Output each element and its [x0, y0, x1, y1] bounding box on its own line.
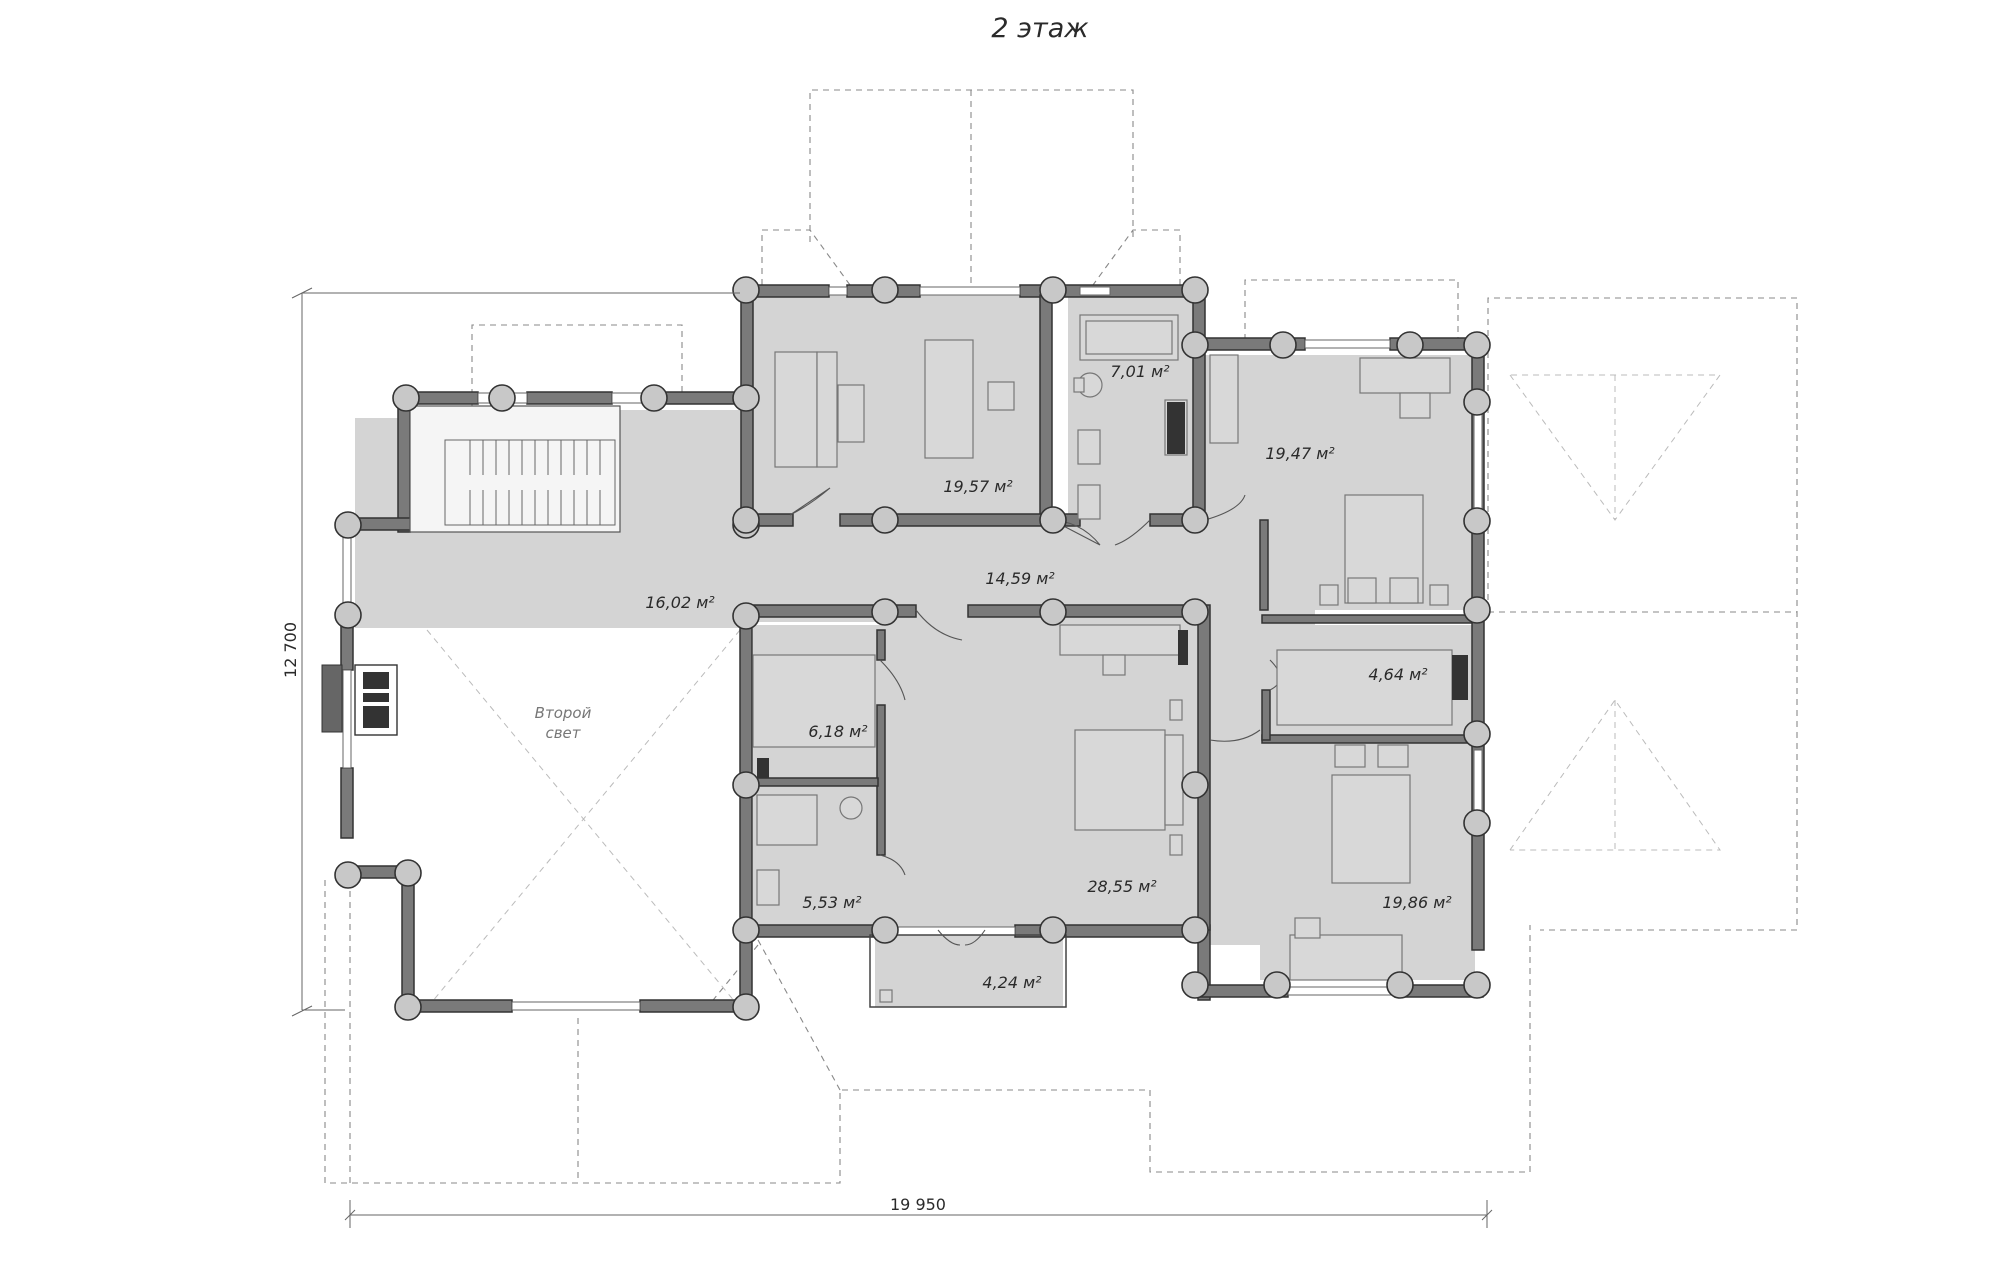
log-column — [1463, 809, 1491, 837]
log-column — [1463, 507, 1491, 535]
log-column — [640, 384, 668, 412]
second-light-label-line2: свет — [545, 724, 581, 742]
room-area-label: 4,64 м² — [1368, 665, 1428, 684]
log-column — [1269, 331, 1297, 359]
log-column — [732, 506, 760, 534]
log-columns — [334, 276, 1491, 1021]
room-area-label: 16,02 м² — [645, 593, 715, 612]
log-column — [334, 861, 362, 889]
log-column — [732, 993, 760, 1021]
room-area-label: 14,59 м² — [985, 569, 1055, 588]
log-column — [394, 993, 422, 1021]
log-column — [334, 511, 362, 539]
log-column — [871, 598, 899, 626]
log-column — [732, 916, 760, 944]
room-area-label: 19,57 м² — [943, 477, 1013, 496]
log-column — [1181, 276, 1209, 304]
log-column — [1263, 971, 1291, 999]
room-area-label: 5,53 м² — [802, 893, 862, 912]
room-area-label: 6,18 м² — [808, 722, 868, 741]
log-column — [392, 384, 420, 412]
second-light-label-line1: Второй — [535, 704, 592, 722]
fireplace — [321, 664, 398, 736]
log-column — [1181, 331, 1209, 359]
height-dimension: 12 700 — [281, 622, 300, 678]
log-column — [1396, 331, 1424, 359]
width-dimension: 19 950 — [890, 1195, 946, 1214]
log-column — [488, 384, 516, 412]
log-column — [732, 384, 760, 412]
log-column — [1463, 720, 1491, 748]
log-column — [732, 276, 760, 304]
log-column — [732, 602, 760, 630]
log-column — [871, 506, 899, 534]
log-column — [1463, 971, 1491, 999]
furniture — [752, 314, 1468, 981]
room-area-label: 19,47 м² — [1265, 444, 1335, 463]
log-column — [1181, 771, 1209, 799]
log-column — [732, 771, 760, 799]
log-column — [1463, 596, 1491, 624]
log-column — [1181, 598, 1209, 626]
room-area-label: 7,01 м² — [1110, 362, 1170, 381]
log-column — [1039, 598, 1067, 626]
log-column — [1181, 916, 1209, 944]
dimension-lines — [291, 287, 1493, 1228]
log-column — [334, 601, 362, 629]
room-area-labels: 19,57 м² 7,01 м² 19,47 м² 16,02 м² 14,59… — [645, 362, 1452, 992]
log-column — [871, 276, 899, 304]
room-area-label: 19,86 м² — [1382, 893, 1452, 912]
log-column — [871, 916, 899, 944]
log-column — [1386, 971, 1414, 999]
floor-title: 2 этаж — [991, 13, 1089, 44]
log-column — [394, 859, 422, 887]
log-column — [1181, 971, 1209, 999]
log-column — [1181, 506, 1209, 534]
balcony — [869, 934, 1067, 1008]
log-column — [1039, 276, 1067, 304]
room-area-label: 28,55 м² — [1087, 877, 1157, 896]
staircase — [409, 405, 621, 533]
log-column — [1039, 916, 1067, 944]
log-column — [1039, 506, 1067, 534]
log-column — [1463, 388, 1491, 416]
room-area-label: 4,24 м² — [982, 973, 1042, 992]
log-column — [1463, 331, 1491, 359]
